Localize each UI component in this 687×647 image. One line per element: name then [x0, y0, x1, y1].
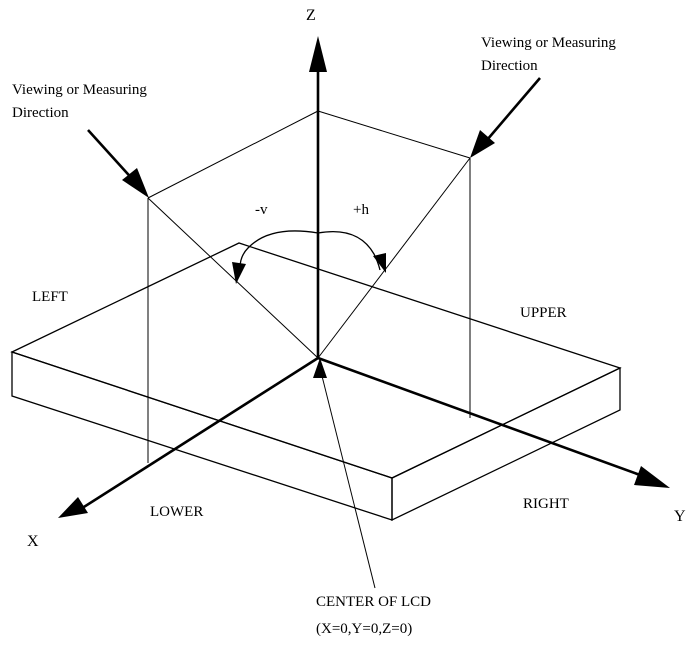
- angle-arcs: [232, 230, 386, 284]
- side-right-label: RIGHT: [523, 496, 569, 512]
- projection-box-top-right: [317, 110, 471, 159]
- angle-v-label: -v: [255, 202, 268, 218]
- side-lower-label: LOWER: [150, 504, 203, 520]
- y-axis-line: [317, 356, 641, 477]
- axes: [58, 36, 670, 518]
- side-upper-label: UPPER: [520, 305, 567, 321]
- lcd-panel-side-face: [391, 366, 621, 522]
- right-direction-arrowhead: [470, 130, 495, 158]
- labels: Z X Y Viewing or Measuring Direction Vie…: [12, 7, 686, 637]
- arc-v: [239, 230, 319, 269]
- y-axis-label: Y: [674, 508, 686, 525]
- left-view-line-to-center: [147, 197, 319, 359]
- lcd-panel: [10, 242, 622, 522]
- direction-arrows: [87, 77, 541, 198]
- center-point-arrowhead: [313, 358, 327, 378]
- direction-left-label-line2: Direction: [12, 105, 69, 121]
- projection-box-top-left: [147, 110, 319, 199]
- lcd-panel-front-face: [11, 351, 393, 521]
- direction-right-label-line1: Viewing or Measuring: [481, 35, 616, 51]
- x-axis-label: X: [27, 533, 39, 550]
- left-direction-arrowhead: [122, 168, 149, 198]
- y-axis-arrowhead: [634, 466, 670, 488]
- angle-h-label: +h: [353, 202, 369, 218]
- arc-h-arrowhead: [373, 253, 386, 273]
- x-axis-line: [75, 356, 319, 514]
- right-direction-arrow-shaft: [486, 77, 541, 141]
- arc-v-arrowhead: [232, 262, 246, 284]
- center-label-line2: (X=0,Y=0,Z=0): [316, 621, 412, 637]
- left-direction-arrow-shaft: [87, 129, 137, 184]
- direction-left-label-line1: Viewing or Measuring: [12, 82, 147, 98]
- center-label-line1: CENTER OF LCD: [316, 594, 431, 610]
- x-axis-arrowhead: [58, 497, 88, 518]
- z-axis-arrowhead: [309, 36, 327, 72]
- center-pointer-line: [319, 367, 376, 589]
- direction-right-label-line2: Direction: [481, 58, 538, 74]
- projection-lines: [147, 110, 471, 589]
- arc-h: [317, 230, 381, 271]
- side-left-label: LEFT: [32, 289, 68, 305]
- right-view-line-to-center: [317, 157, 471, 359]
- z-axis-label: Z: [306, 7, 316, 24]
